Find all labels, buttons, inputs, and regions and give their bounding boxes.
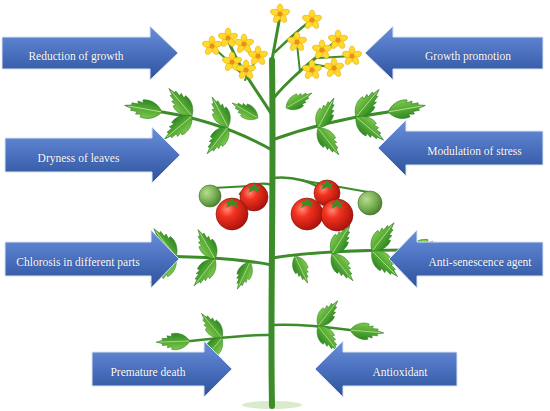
text-group: Dryness of leaves (38, 152, 120, 166)
effect-label: Modulation of stress (427, 145, 522, 159)
effect-label: Growth promotion (425, 50, 511, 64)
text-group: Modulation of stress (427, 145, 522, 159)
effect-label: Reduction of growth (28, 50, 123, 64)
effect-label: Anti-senescence agent (428, 256, 531, 270)
text-group: Premature death (110, 366, 185, 380)
effect-label: Premature death (110, 366, 185, 380)
effect-arrow: Modulation of stress (378, 120, 543, 176)
effect-arrow: Premature death (92, 341, 232, 397)
text-group: Reduction of growth (28, 50, 123, 64)
text-group: Chlorosis in different parts (16, 256, 139, 270)
effect-label: Dryness of leaves (38, 152, 120, 166)
text-group: Antioxidant (373, 366, 428, 380)
effect-arrow: Reduction of growth (2, 26, 178, 80)
text-group: Growth promotion (425, 50, 511, 64)
effect-arrow: Dryness of leaves (5, 127, 180, 183)
effect-label: Chlorosis in different parts (16, 256, 139, 270)
effect-label: Antioxidant (373, 366, 428, 380)
effect-arrow: Growth promotion (365, 26, 543, 80)
effect-arrow: Chlorosis in different parts (5, 230, 179, 288)
effect-arrow: Anti-senescence agent (389, 230, 543, 288)
effect-arrow: Antioxidant (315, 341, 457, 397)
text-group: Anti-senescence agent (428, 256, 531, 270)
